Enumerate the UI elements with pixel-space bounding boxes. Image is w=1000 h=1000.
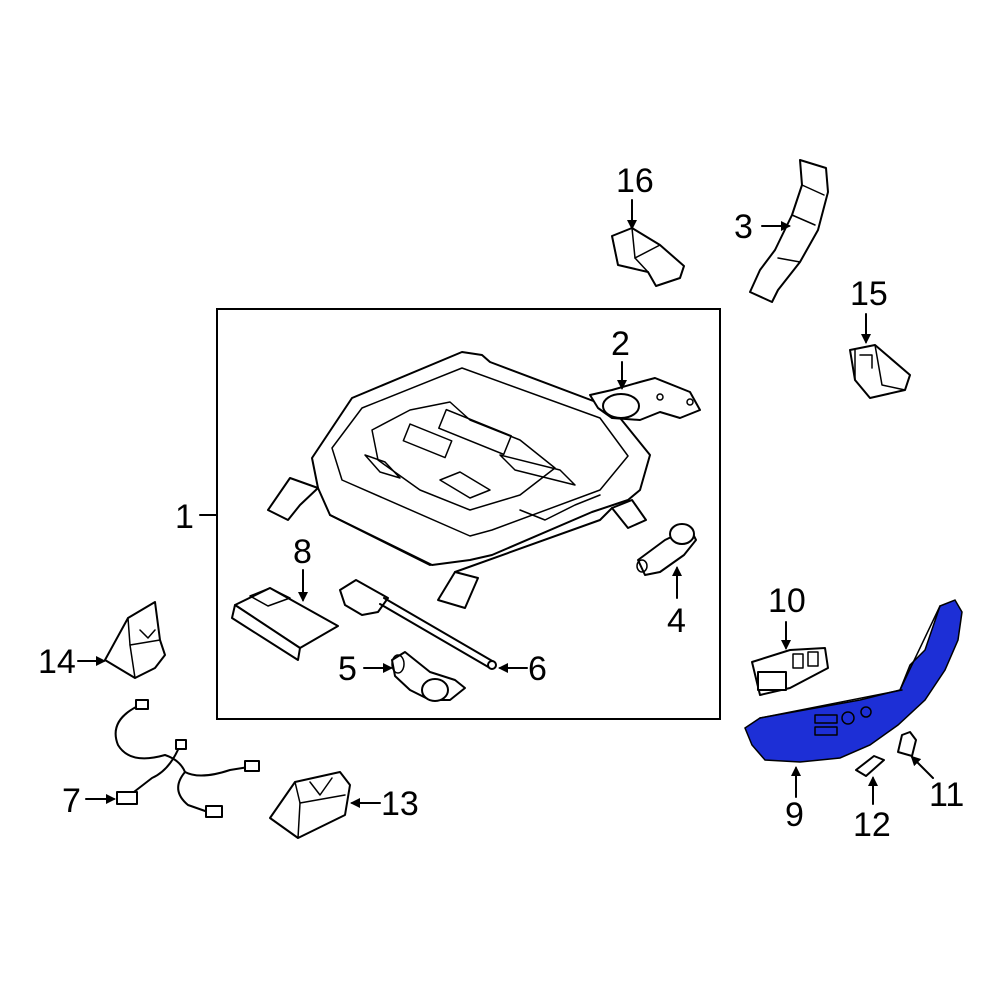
callout-4: 4 — [667, 602, 686, 640]
callout-9: 9 — [785, 796, 804, 834]
seat-frame-part[interactable] — [267, 351, 651, 609]
callout-5: 5 — [338, 650, 357, 688]
switch-knob-part-11[interactable] — [897, 731, 917, 757]
wiring-harness-part[interactable] — [114, 699, 260, 818]
callout-3: 3 — [734, 208, 753, 246]
callout-1: 1 — [175, 498, 194, 536]
motor-part[interactable] — [636, 523, 697, 576]
callout-6: 6 — [528, 650, 547, 688]
callout-16: 16 — [616, 162, 654, 200]
callout-2: 2 — [611, 325, 630, 363]
seat-switch-part[interactable] — [751, 647, 829, 696]
callout-11: 11 — [929, 776, 964, 814]
control-module-part[interactable] — [231, 587, 339, 661]
callout-11-leader — [910, 755, 934, 779]
drive-cable-part[interactable] — [339, 579, 497, 670]
bracket-part-15[interactable] — [849, 344, 911, 399]
motor-bracket-part[interactable] — [589, 377, 701, 421]
callout-8: 8 — [293, 533, 312, 571]
bracket-part-16[interactable] — [611, 227, 685, 287]
seat-track-cover-part-14[interactable] — [104, 601, 166, 679]
callout-14: 14 — [38, 643, 76, 681]
seat-side-trim-panel[interactable] — [744, 599, 963, 763]
callout-10: 10 — [768, 582, 806, 620]
motor-part-5[interactable] — [391, 651, 466, 702]
callout-15: 15 — [850, 275, 888, 313]
callout-13: 13 — [381, 785, 419, 823]
callout-12: 12 — [853, 806, 891, 844]
seat-track-cover-part-13[interactable] — [269, 771, 351, 839]
switch-knob-part-12[interactable] — [855, 755, 885, 777]
callout-7: 7 — [62, 782, 81, 820]
trim-bracket-part[interactable] — [749, 159, 829, 303]
